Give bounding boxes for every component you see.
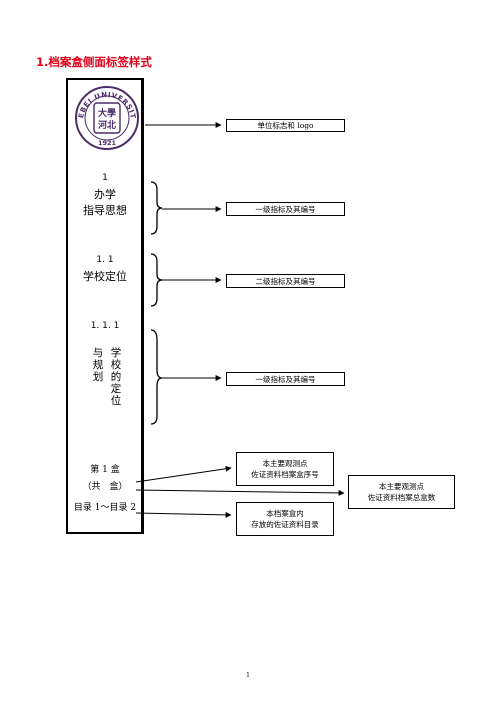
logo-monogram-2: 河北: [98, 119, 116, 131]
note-level2: 二级指标及其编号: [226, 274, 345, 288]
block3-number: 1. 1. 1: [90, 321, 120, 331]
note-total-boxes: 本主要观测点 佐证资料档案总盒数: [348, 475, 455, 509]
page-heading: 1.档案盒侧面标签样式: [36, 55, 152, 69]
brace-level3: [150, 329, 163, 425]
box-side-label: [66, 78, 144, 534]
block2-line1: 学校定位: [83, 270, 127, 283]
block1-number: 1: [102, 173, 108, 183]
logo-monogram: 大學: [98, 107, 116, 119]
box-number-line: 第 1 盒: [90, 465, 120, 475]
block1-line2: 指导思想: [83, 204, 127, 217]
brace-level2: [150, 253, 163, 307]
logo-year: 1921: [98, 139, 117, 147]
block3-vertical-col2: 学校的定位: [110, 347, 122, 407]
hebei-university-logo: HEBEI UNIVERSITY 大學 河北 1921: [74, 85, 139, 150]
arrow-total-boxes: [135, 489, 345, 496]
note-logo: 单位标志和 logo: [226, 119, 345, 132]
brace-level1: [150, 181, 163, 235]
note-box-number: 本主要观测点 佐证资料档案盒序号: [236, 452, 334, 486]
block2-number: 1. 1: [96, 255, 114, 265]
note-level3: 一级指标及其编号: [226, 372, 345, 386]
note-catalog: 本档案盒内 存放的佐证资料目录: [236, 502, 334, 536]
arrow-box-number: [135, 465, 232, 483]
block3-vertical-col1: 与规划: [92, 347, 104, 383]
arrow-catalog: [135, 511, 232, 518]
note-level1: 一级指标及其编号: [226, 202, 345, 216]
catalog-line: 目录 1～目录 2: [73, 503, 137, 513]
total-boxes-line: （共 盒）: [82, 482, 128, 492]
page-number: 1: [246, 672, 250, 679]
block1-line1: 办学: [94, 188, 116, 201]
